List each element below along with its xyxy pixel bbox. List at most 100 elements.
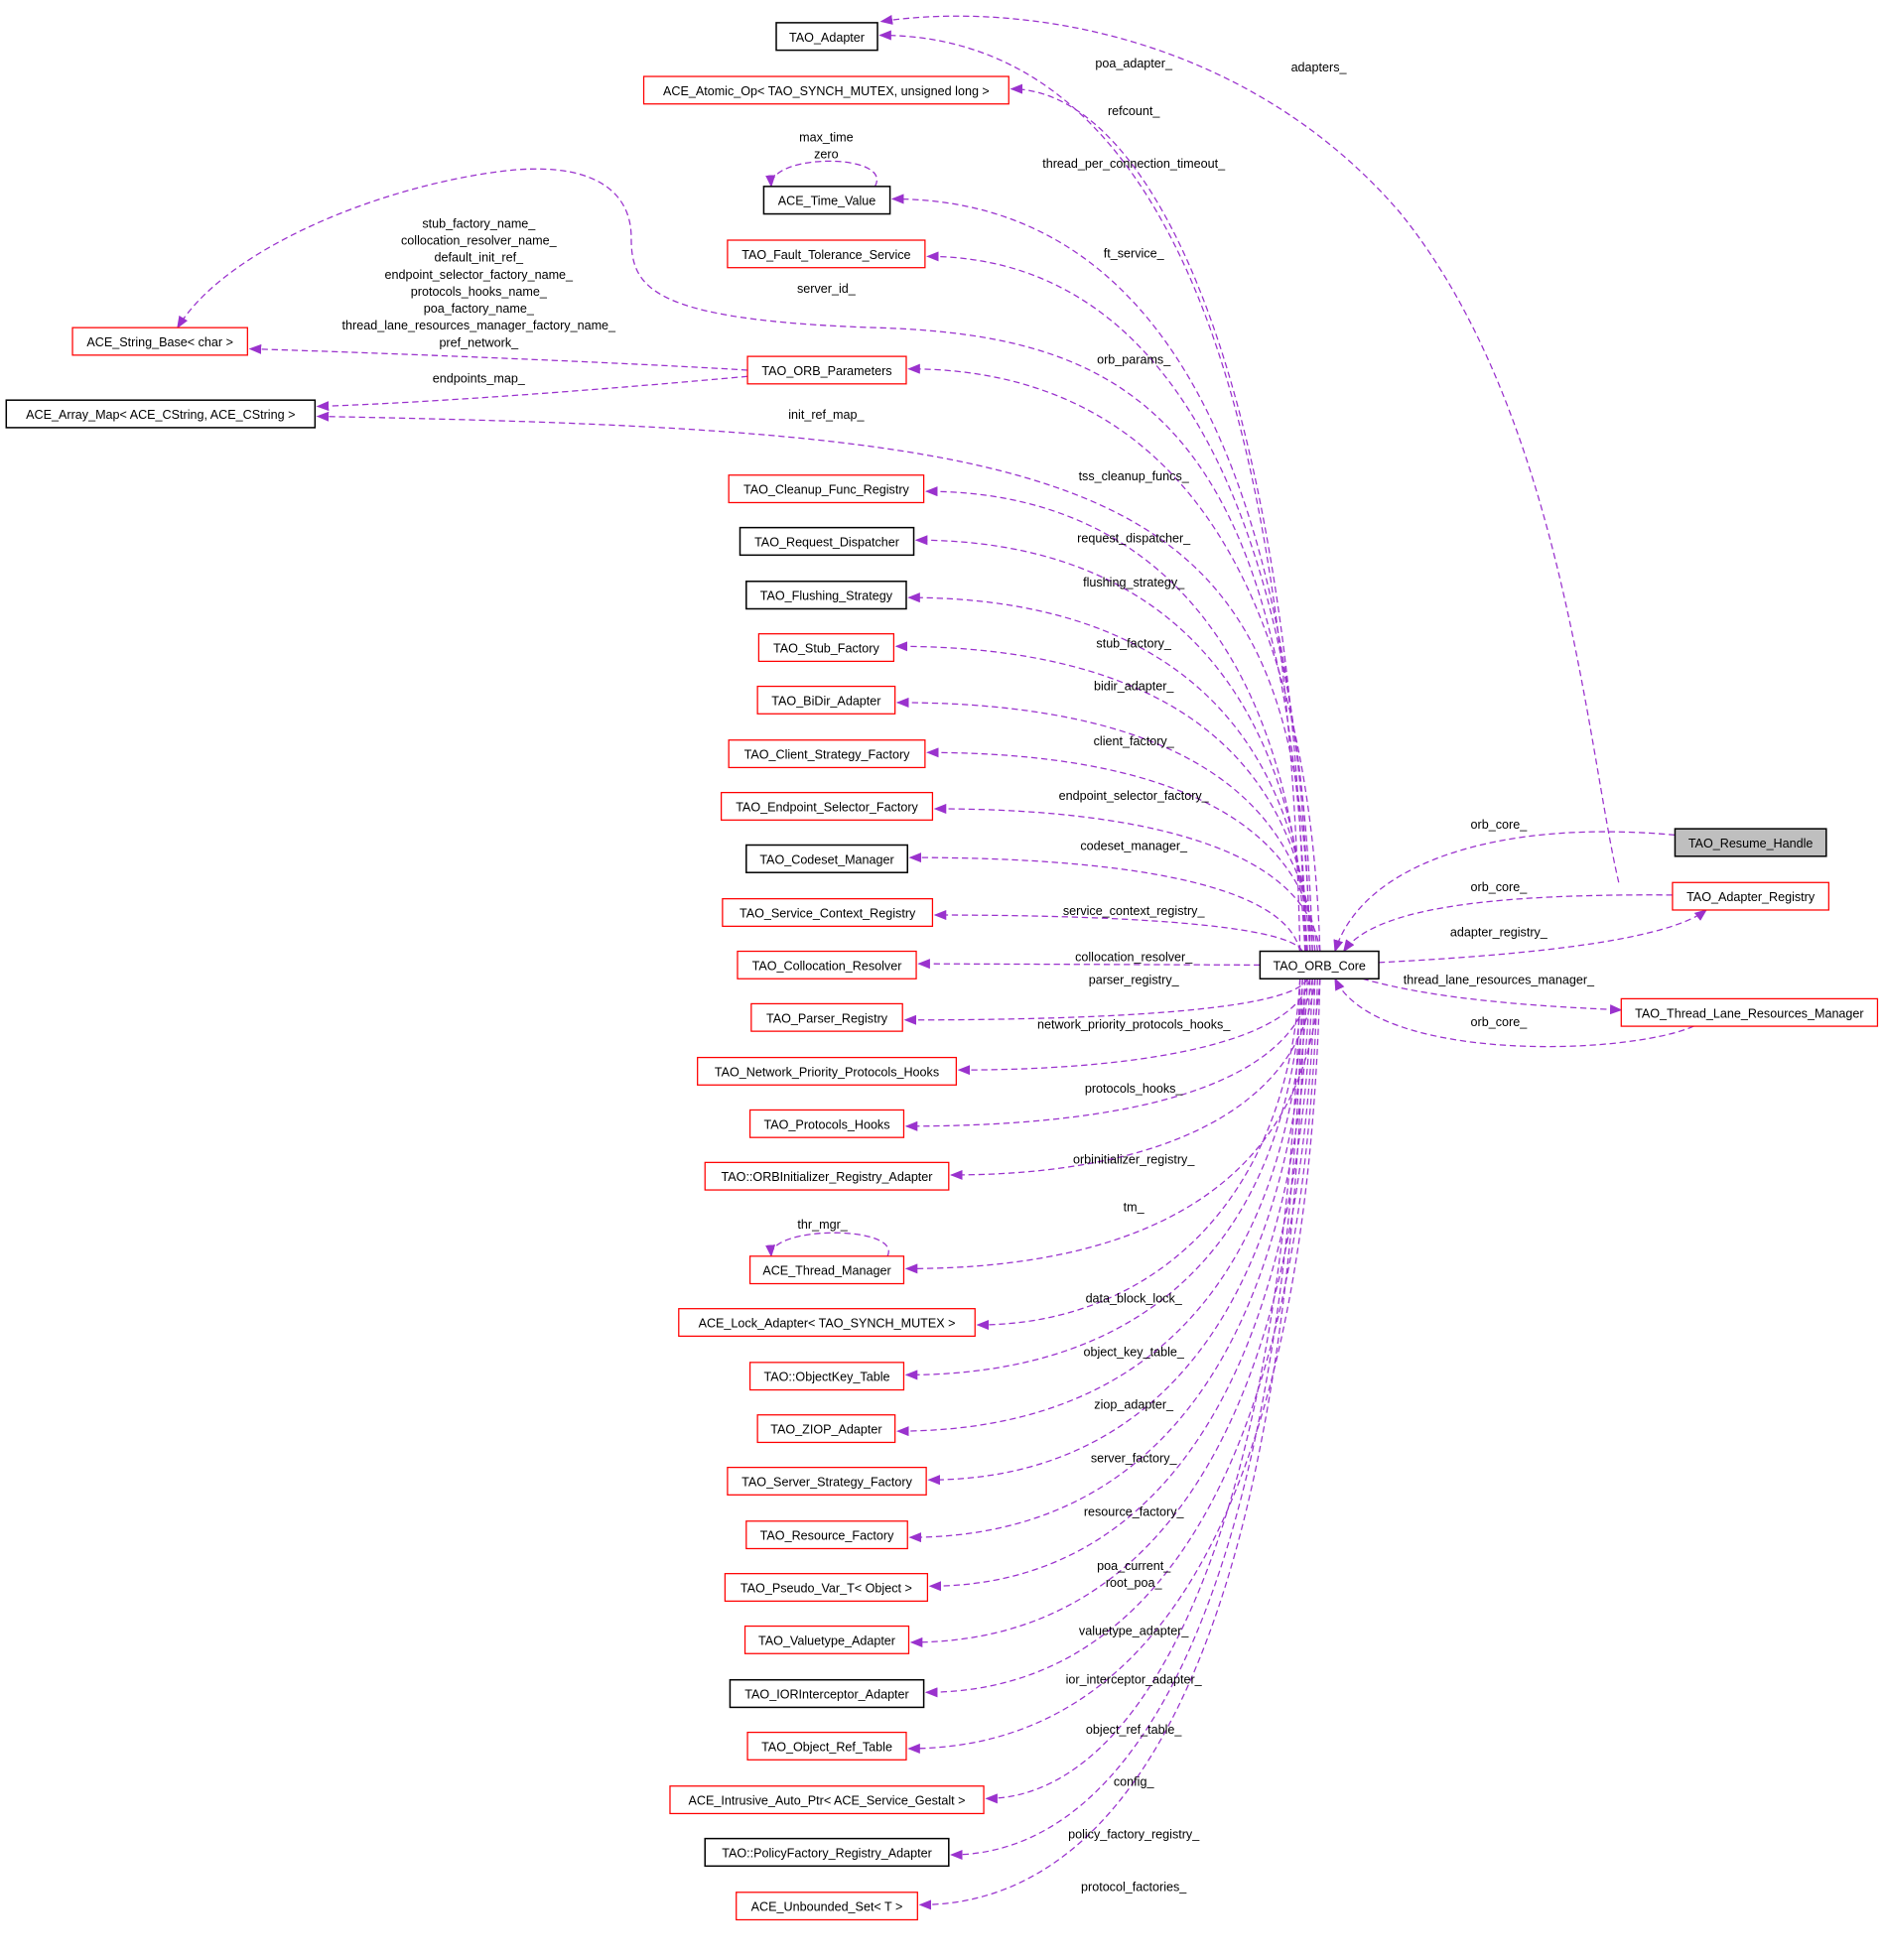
class-node-parser[interactable]: TAO_Parser_Registry [750,1002,903,1032]
edge-orbparams-to-stringbase [248,343,748,371]
class-node-resume[interactable]: TAO_Resume_Handle [1674,828,1827,857]
edge-labels-layer: poa_adapter_adapters_refcount_max_timeze… [342,57,1595,1894]
node-box [71,327,248,356]
class-node-orbinit[interactable]: TAO::ORBInitializer_Registry_Adapter [704,1161,950,1191]
class-node-ziop[interactable]: TAO_ZIOP_Adapter [756,1414,896,1444]
class-node-policyf[interactable]: TAO::PolicyFactory_Registry_Adapter [704,1837,950,1868]
node-label: TAO::ORBInitializer_Registry_Adapter [722,1170,933,1184]
edge-orbcore-to-ft [926,251,1313,952]
class-node-arraymap[interactable]: ACE_Array_Map< ACE_CString, ACE_CString … [5,399,317,429]
class-node-objref[interactable]: TAO_Object_Ref_Table [746,1731,907,1761]
class-node-codeset[interactable]: TAO_Codeset_Manager [745,844,908,873]
edge-resume-to-orbcore [1333,831,1676,953]
edges-layer [177,14,1707,1910]
node-label: TAO_Endpoint_Selector_Factory [736,800,918,814]
node-box [722,898,934,927]
node-box [1259,950,1380,980]
class-node-adapter[interactable]: TAO_Adapter [775,22,878,52]
class-node-adapterreg[interactable]: TAO_Adapter_Registry [1672,881,1829,911]
class-node-stringbase[interactable]: ACE_String_Base< char > [71,327,248,356]
edge-orbcore-to-adapter [878,30,1301,952]
edge-label: tm_ [1124,1200,1145,1214]
node-box [745,1520,908,1550]
edge-orbcore-to-clientsf [926,747,1318,952]
node-label: TAO_Stub_Factory [773,642,879,656]
node-label: TAO_Fault_Tolerance_Service [741,248,910,262]
edge-adapterreg-to-orbcore [1343,894,1673,953]
class-node-objkey[interactable]: TAO::ObjectKey_Table [748,1362,905,1391]
node-label: TAO_Service_Context_Registry [740,907,916,921]
edge-tlrm-to-orbcore [1334,978,1694,1048]
node-box [727,239,926,269]
edge-label: adapter_registry_ [1450,925,1548,939]
class-node-reqdisp[interactable]: TAO_Request_Dispatcher [739,526,915,557]
class-node-atomic[interactable]: ACE_Atomic_Op< TAO_SYNCH_MUTEX, unsigned… [642,75,1010,105]
edge-orbcore-to-resf [908,979,1311,1543]
class-node-protohooks[interactable]: TAO_Protocols_Hooks [748,1109,905,1138]
class-node-iorint[interactable]: TAO_IORInterceptor_Adapter [729,1678,925,1709]
edge-orbcore-to-codeset [908,852,1301,952]
class-node-colloc[interactable]: TAO_Collocation_Resolver [737,950,917,980]
class-node-svcctx[interactable]: TAO_Service_Context_Registry [722,898,934,927]
class-node-bidir[interactable]: TAO_BiDir_Adapter [756,685,896,715]
node-label: TAO_Adapter_Registry [1686,890,1816,904]
edge-orbcore-to-protohooks [904,979,1313,1131]
class-node-resf[interactable]: TAO_Resource_Factory [745,1520,908,1550]
class-node-cleanup[interactable]: TAO_Cleanup_Func_Registry [728,474,925,504]
edge-label: protocol_factories_ [1081,1881,1187,1895]
class-node-timevalue[interactable]: ACE_Time_Value [762,186,891,215]
edge-orbcore-to-parser [903,978,1308,1025]
edge-label: default_init_ref_ [435,251,525,265]
edge-label: server_factory_ [1091,1452,1178,1466]
class-node-stubf[interactable]: TAO_Stub_Factory [757,633,895,663]
class-node-flush[interactable]: TAO_Flushing_Strategy [745,581,907,610]
edge-label: refcount_ [1108,104,1160,118]
edge-orbcore-to-flush [907,592,1311,952]
edge-orbcore-to-tlrm [1362,978,1623,1015]
class-node-valuetype[interactable]: TAO_Valuetype_Adapter [743,1625,910,1654]
edge-label: thr_mgr_ [797,1218,848,1232]
node-label: TAO_Cleanup_Func_Registry [743,483,910,497]
class-node-orbparams[interactable]: TAO_ORB_Parameters [746,355,907,385]
class-node-lockadapter[interactable]: ACE_Lock_Adapter< TAO_SYNCH_MUTEX > [678,1308,976,1338]
node-box [762,186,891,215]
node-box [720,791,934,821]
edge-thrmgr-to-thrmgr [765,1232,889,1258]
node-box [728,739,926,769]
node-box [743,1625,910,1654]
edge-label: collocation_resolver_name_ [401,234,558,248]
class-node-unbounded[interactable]: ACE_Unbounded_Set< T > [736,1892,918,1921]
edge-label: tss_cleanup_funcs_ [1079,469,1190,483]
edge-label: init_ref_map_ [788,408,865,422]
class-node-endsel[interactable]: TAO_Endpoint_Selector_Factory [720,791,934,821]
class-node-netprio[interactable]: TAO_Network_Priority_Protocols_Hooks [697,1056,957,1086]
node-label: TAO_Pseudo_Var_T< Object > [741,1582,912,1596]
node-box [678,1308,976,1338]
node-box [704,1837,950,1868]
edge-label: server_id_ [797,282,857,296]
class-node-clientsf[interactable]: TAO_Client_Strategy_Factory [728,739,926,769]
node-label: TAO_Client_Strategy_Factory [744,748,911,762]
class-node-intrusive[interactable]: ACE_Intrusive_Auto_Ptr< ACE_Service_Gest… [669,1785,985,1815]
class-node-ft[interactable]: TAO_Fault_Tolerance_Service [727,239,926,269]
node-label: ACE_Intrusive_Auto_Ptr< ACE_Service_Gest… [689,1794,966,1808]
node-label: TAO_Server_Strategy_Factory [741,1476,912,1490]
edge-label: protocols_hooks_ [1085,1082,1184,1096]
edge-orbcore-to-endsel [933,803,1321,952]
class-node-thrmgr[interactable]: ACE_Thread_Manager [748,1255,905,1285]
node-box [757,633,895,663]
edge-orbcore-to-ziop [895,979,1306,1437]
node-box [746,1731,907,1761]
node-box [1672,881,1829,911]
class-node-orbcore[interactable]: TAO_ORB_Core [1259,950,1380,980]
class-node-pseudo[interactable]: TAO_Pseudo_Var_T< Object > [724,1573,929,1602]
edge-orbparams-to-arraymap [316,375,748,412]
edge-label: orb_params_ [1097,353,1171,367]
class-node-tlrm[interactable]: TAO_Thread_Lane_Resources_Manager [1620,997,1879,1027]
node-box [642,75,1010,105]
edge-orbcore-to-cleanup [924,486,1306,952]
edge-orbcore-to-lockadapter [976,979,1301,1331]
class-node-serversf[interactable]: TAO_Server_Strategy_Factory [727,1466,927,1496]
edge-label: codeset_manager_ [1080,840,1188,853]
